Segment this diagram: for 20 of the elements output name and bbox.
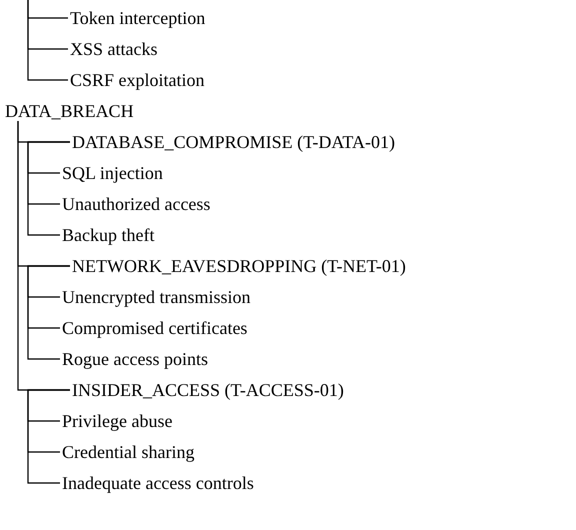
tree-item-label: XSS attacks xyxy=(70,39,158,59)
tree-connector xyxy=(27,265,70,360)
tree-connector xyxy=(27,0,68,81)
tree-item-label: Privilege abuse xyxy=(62,411,172,431)
tree-item-label: INSIDER_ACCESS (T-ACCESS-01) xyxy=(72,380,344,400)
tree-item-label: NETWORK_EAVESDROPPING (T-NET-01) xyxy=(72,256,406,276)
tree-item-label: Backup theft xyxy=(62,225,154,245)
tree-item-label: Inadequate access controls xyxy=(62,473,254,493)
tree-connector xyxy=(27,389,70,484)
tree-item-label: Rogue access points xyxy=(62,349,208,369)
tree-item-label: CSRF exploitation xyxy=(70,70,205,90)
tree-item-label: Credential sharing xyxy=(62,442,194,462)
tree-item-label: Token interception xyxy=(70,8,206,28)
tree-item-label: SQL injection xyxy=(62,163,163,183)
tree-item-label: Unencrypted transmission xyxy=(62,287,250,307)
tree-item-label: Unauthorized access xyxy=(62,194,210,214)
tree-item-label: DATABASE_COMPROMISE (T-DATA-01) xyxy=(72,132,395,152)
tree-item-label: DATA_BREACH xyxy=(5,101,134,121)
tree-item-label: Compromised certificates xyxy=(62,318,248,338)
tree-connector xyxy=(27,141,70,236)
